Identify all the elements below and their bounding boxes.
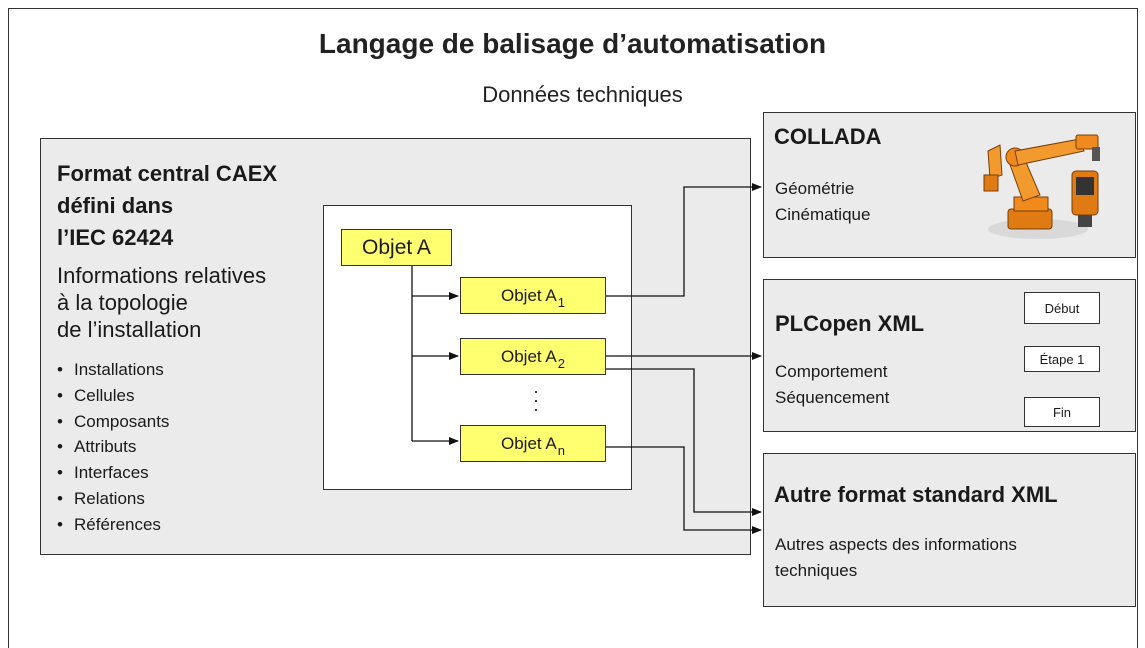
caex-item: Interfaces xyxy=(57,460,169,486)
object-a2-label: Objet A xyxy=(501,346,557,366)
object-a2-subscript: 2 xyxy=(557,356,565,371)
caex-item: Composants xyxy=(57,409,169,435)
object-an-label: Objet A xyxy=(501,433,557,453)
link-a2-other xyxy=(606,368,762,516)
object-an-subscript: n xyxy=(557,443,565,458)
object-a-box: Objet A xyxy=(341,229,452,266)
collada-title: COLLADA xyxy=(774,124,882,149)
caex-item-list: Installations Cellules Composants Attrib… xyxy=(57,357,169,538)
object-a1-label: Objet A xyxy=(501,285,557,305)
collada-text: Géométrie Cinématique xyxy=(775,179,871,224)
flow-step-start: Début xyxy=(1024,292,1100,324)
caex-item: Relations xyxy=(57,486,169,512)
link-an-other xyxy=(606,446,762,534)
diagram-subtitle: Données techniques xyxy=(482,82,683,107)
caex-info: Informations relatives à la topologie de… xyxy=(57,263,267,342)
caex-item: Attributs xyxy=(57,434,169,460)
flow-step-end: Fin xyxy=(1024,397,1100,427)
caex-item: Cellules xyxy=(57,383,169,409)
caex-heading: Format central CAEX défini dans l’IEC 62… xyxy=(57,161,278,250)
caex-item: Références xyxy=(57,512,169,538)
outer-frame xyxy=(8,8,1138,648)
other-xml-panel xyxy=(763,453,1136,607)
caex-item: Installations xyxy=(57,357,169,383)
other-xml-text: Autres aspects des informations techniqu… xyxy=(775,535,1017,580)
plcopen-text: Comportement Séquencement xyxy=(775,362,890,407)
diagram-title: Langage de balisage d’automatisation xyxy=(318,28,827,59)
industrial-robot-arm-icon xyxy=(983,134,1100,239)
link-a1-collada xyxy=(606,183,762,297)
plcopen-title: PLCopen XML xyxy=(775,311,925,336)
ellipsis-vertical: · · · xyxy=(533,381,539,419)
other-xml-title: Autre format standard XML xyxy=(774,482,1058,507)
object-a1-subscript: 1 xyxy=(557,295,565,310)
flow-step-1: Étape 1 xyxy=(1024,346,1100,372)
